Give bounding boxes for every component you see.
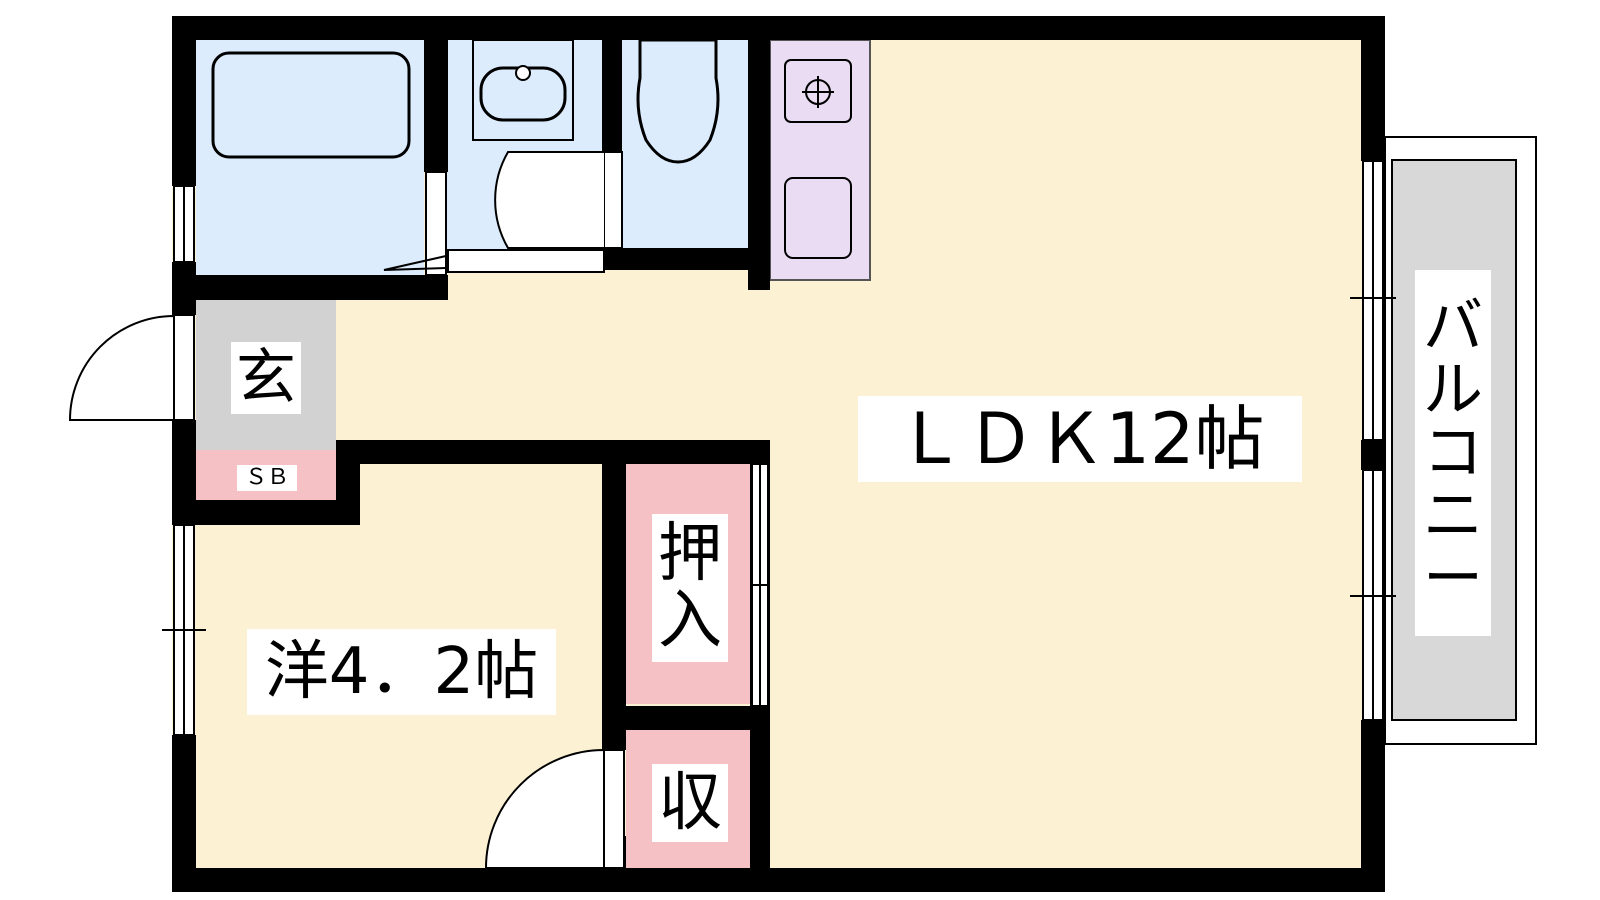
wall-bath-bottom — [172, 275, 448, 300]
wall-toilet-bottom — [604, 248, 750, 270]
balcony-char-1: バ — [1423, 291, 1483, 362]
kitchen-sink — [784, 177, 852, 259]
western-room-label: 洋4．2帖 — [247, 629, 556, 715]
ldk-label: ＬＤＫ12帖 — [858, 396, 1302, 482]
wall-closet-left — [602, 440, 626, 750]
bath-door-swing — [383, 255, 447, 271]
wash-door-swing — [494, 151, 604, 249]
entrance-label: 玄 — [231, 342, 301, 414]
wall-left-1 — [172, 16, 196, 186]
western-door-jamb — [603, 749, 625, 869]
wall-toilet-right — [748, 16, 770, 290]
wall-entrance-right — [336, 440, 770, 464]
faucet-icon — [515, 65, 531, 81]
wall-sb-bottom — [172, 500, 360, 525]
wall-right-mid — [1361, 440, 1385, 470]
wall-closet-bottom — [602, 706, 770, 730]
storage-label: 収 — [652, 764, 728, 842]
wall-bath-right — [424, 16, 448, 172]
western-door-swing — [484, 748, 605, 869]
balcony-char-3: コ — [1423, 417, 1483, 488]
closet-label-char-2: 入 — [658, 584, 722, 658]
wall-top — [172, 16, 1385, 40]
stove-burner — [784, 59, 852, 123]
balcony-char-4: ニ — [1423, 480, 1483, 551]
wall-right-lower — [1361, 720, 1385, 892]
bath-door-jamb — [425, 171, 447, 276]
entrance-door-jamb — [173, 314, 195, 421]
toilet-icon — [636, 38, 720, 164]
balcony-char-5: ー — [1423, 543, 1483, 614]
shoe-box-label: ＳＢ — [237, 465, 297, 491]
entrance-door-swing — [68, 314, 175, 421]
bathtub — [211, 51, 411, 159]
balcony-char-2: ル — [1423, 354, 1483, 425]
wall-left-4 — [172, 735, 196, 892]
wall-right-upper — [1361, 16, 1385, 161]
wash-door-jamb — [603, 151, 623, 249]
bath-sliding-door — [447, 249, 605, 273]
burner-cross — [802, 76, 834, 108]
balcony-label: バ ル コ ニ ー — [1415, 270, 1491, 636]
wall-wash-right — [602, 16, 622, 152]
closet-label: 押 入 — [652, 514, 728, 662]
wall-bottom — [172, 868, 1385, 892]
closet-label-char-1: 押 — [658, 516, 722, 591]
toilet-floor — [622, 40, 750, 250]
